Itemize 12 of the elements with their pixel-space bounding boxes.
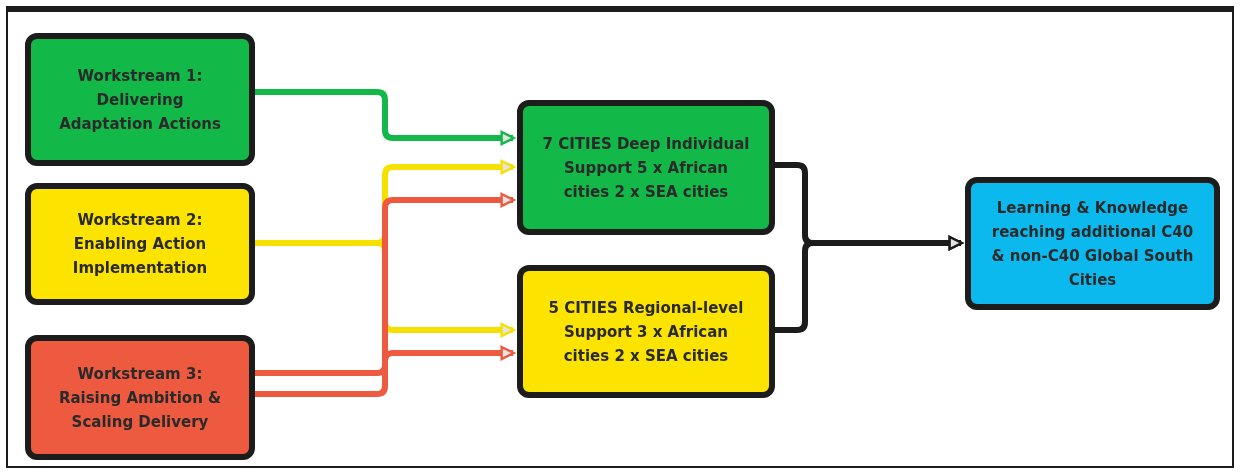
box-label: 5 CITIES Regional-level Support 3 x African cities 2 x SEA cities xyxy=(547,297,745,367)
process-box xyxy=(517,100,775,235)
box-label: 7 CITIES Deep Individual Support 5 x African cities 2 x SEA cities xyxy=(541,133,751,203)
process-box xyxy=(25,33,255,166)
process-box xyxy=(25,335,255,460)
box-label: Workstream 3: Raising Ambition & Scaling Delivery xyxy=(57,363,223,433)
process-box xyxy=(25,183,255,305)
box-label: Workstream 1: Delivering Adaptation Actions xyxy=(58,65,222,135)
process-box xyxy=(517,265,775,398)
process-box xyxy=(965,177,1220,310)
box-label: Workstream 2: Enabling Action Implementation xyxy=(71,210,209,279)
box-label: Learning & Knowledge reaching additional C40 & non-C40 Global South Cities xyxy=(990,197,1195,291)
